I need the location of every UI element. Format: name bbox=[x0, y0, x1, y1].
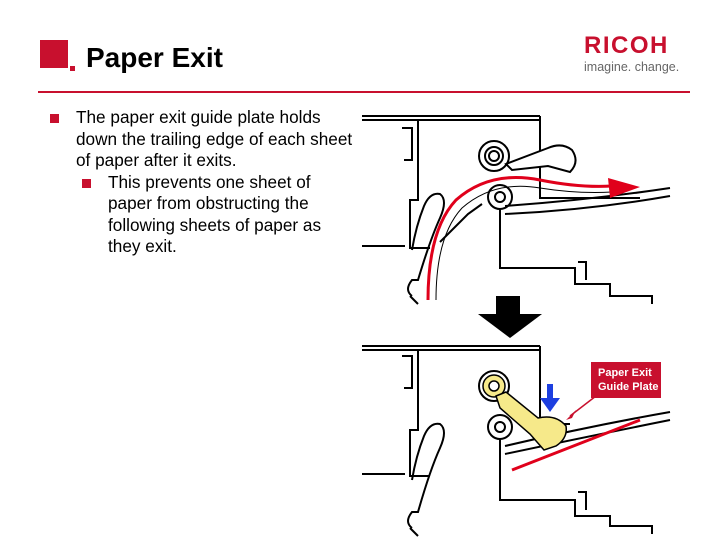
header-divider bbox=[38, 91, 690, 93]
top-left-guide bbox=[407, 192, 445, 297]
bullet-sub: This prevents one sheet of paper from ob… bbox=[44, 172, 356, 258]
bottom-left-guide bbox=[407, 422, 445, 529]
paper-exit-guide-plate bbox=[482, 374, 568, 451]
callout-line-1: Paper Exit bbox=[598, 367, 652, 379]
logo-wordmark: RICOH bbox=[584, 32, 669, 59]
bullet-main-text: The paper exit guide plate holds down th… bbox=[76, 107, 353, 170]
bullet-square-icon bbox=[50, 114, 59, 123]
top-guide-plate bbox=[504, 144, 577, 174]
callout-label: Paper Exit Guide Plate bbox=[591, 362, 661, 398]
ricoh-logo: RICOH imagine. change. bbox=[584, 34, 694, 75]
top-lower-roller bbox=[487, 184, 513, 268]
blue-push-arrow bbox=[540, 384, 560, 412]
paper-direction-arrow bbox=[608, 178, 640, 198]
top-upper-roller bbox=[478, 140, 510, 172]
bottom-lower-roller bbox=[487, 414, 513, 500]
bottom-paper-sheet bbox=[511, 418, 641, 472]
down-arrow-icon bbox=[478, 296, 542, 338]
callout-line-2: Guide Plate bbox=[598, 381, 659, 393]
slide-title: Paper Exit bbox=[86, 42, 223, 73]
logo-tagline: imagine. change. bbox=[584, 60, 680, 74]
title-marker-square bbox=[40, 40, 68, 68]
bullet-list: The paper exit guide plate holds down th… bbox=[44, 107, 356, 258]
paper-exit-diagram bbox=[362, 115, 671, 537]
bullet-square-icon bbox=[82, 178, 91, 188]
bullet-sub-text: This prevents one sheet of paper from ob… bbox=[108, 171, 322, 257]
top-paper-path bbox=[426, 176, 640, 301]
title-marker-dot bbox=[70, 66, 75, 71]
bullet-main: The paper exit guide plate holds down th… bbox=[44, 107, 356, 172]
top-panel-frame bbox=[362, 115, 671, 304]
callout-leader bbox=[566, 395, 597, 420]
